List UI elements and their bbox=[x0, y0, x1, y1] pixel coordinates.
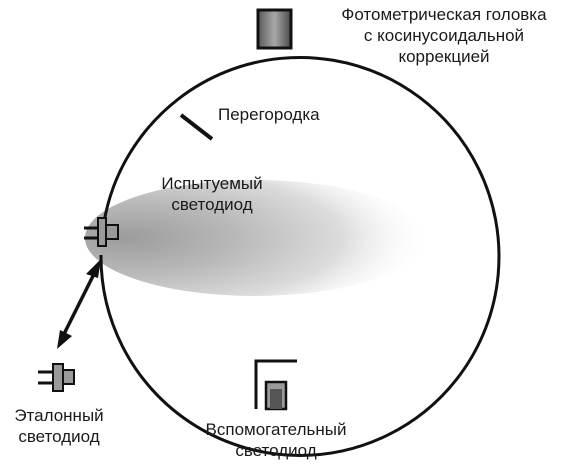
auxiliary-led-label-line1: Вспомогательный bbox=[205, 420, 347, 439]
photometric-head bbox=[256, 8, 293, 50]
test-led-label: Испытуемый светодиод bbox=[142, 173, 282, 215]
photometric-head-label-line2: с косинусоидальной bbox=[363, 26, 525, 45]
auxiliary-led-label: Вспомогательный светодиод bbox=[176, 419, 376, 461]
test-led-label-line1: Испытуемый bbox=[161, 174, 263, 193]
integrating-sphere-outline bbox=[99, 55, 501, 457]
exchange-arrow bbox=[57, 259, 101, 349]
test-led-label-line2: светодиод bbox=[171, 195, 253, 214]
reference-led-label-line2: светодиод bbox=[18, 427, 100, 446]
photometric-head-label-line1: Фотометрическая головка bbox=[341, 5, 547, 24]
baffle bbox=[179, 113, 214, 141]
reference-led-label-line1: Эталонный bbox=[14, 406, 104, 425]
reference-led-label: Эталонный светодиод bbox=[0, 405, 118, 447]
photometric-head-label: Фотометрическая головка с косинусоидальн… bbox=[312, 4, 576, 67]
reference-led-icon bbox=[38, 363, 75, 392]
auxiliary-led-label-line2: светодиод bbox=[235, 441, 317, 460]
baffle-label: Перегородка bbox=[218, 105, 320, 124]
photometric-head-label-line3: коррекцией bbox=[398, 47, 490, 66]
test-led-icon bbox=[84, 217, 119, 247]
auxiliary-led-icon bbox=[254, 359, 297, 411]
light-emission-glow bbox=[85, 180, 425, 296]
